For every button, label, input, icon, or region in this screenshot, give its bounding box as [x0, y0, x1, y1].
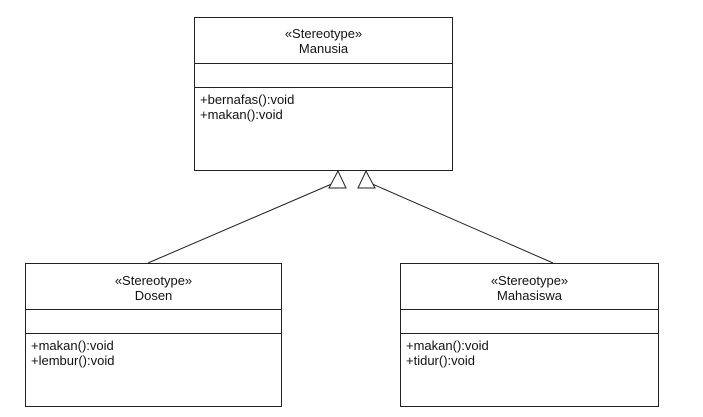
- operation-item: +makan():void: [406, 338, 489, 353]
- operations-compartment: +makan():void +lembur():void: [26, 334, 281, 368]
- operations-compartment: +bernafas():void +makan():void: [195, 88, 452, 122]
- operation-item: +tidur():void: [406, 353, 475, 368]
- operations-compartment: +makan():void +tidur():void: [401, 334, 658, 368]
- generalization-arrowhead-dosen-icon: [328, 169, 347, 189]
- class-box-mahasiswa[interactable]: «Stereotype» Mahasiswa +makan():void +ti…: [400, 263, 659, 407]
- class-box-dosen[interactable]: «Stereotype» Dosen +makan():void +lembur…: [25, 263, 282, 407]
- class-box-manusia[interactable]: «Stereotype» Manusia +bernafas():void +m…: [194, 17, 453, 171]
- class-stereotype: «Stereotype»: [284, 26, 363, 41]
- operation-item: +bernafas():void: [200, 92, 295, 107]
- operation-item: +makan():void: [200, 107, 283, 122]
- attributes-compartment: [401, 310, 658, 334]
- class-name: Dosen: [134, 288, 173, 303]
- attributes-compartment: [195, 64, 452, 88]
- class-name: Mahasiswa: [496, 288, 563, 303]
- generalization-line-dosen: [147, 182, 335, 264]
- class-name-compartment: «Stereotype» Manusia: [195, 18, 452, 64]
- class-stereotype: «Stereotype»: [114, 273, 193, 288]
- class-name-compartment: «Stereotype» Dosen: [26, 264, 281, 310]
- operation-item: +lembur():void: [31, 353, 115, 368]
- class-name: Manusia: [298, 41, 349, 56]
- attributes-compartment: [26, 310, 281, 334]
- generalization-arrowhead-mahasiswa-icon: [357, 169, 376, 189]
- class-stereotype: «Stereotype»: [490, 273, 569, 288]
- operation-item: +makan():void: [31, 338, 114, 353]
- generalization-line-mahasiswa: [369, 182, 554, 264]
- class-name-compartment: «Stereotype» Mahasiswa: [401, 264, 658, 310]
